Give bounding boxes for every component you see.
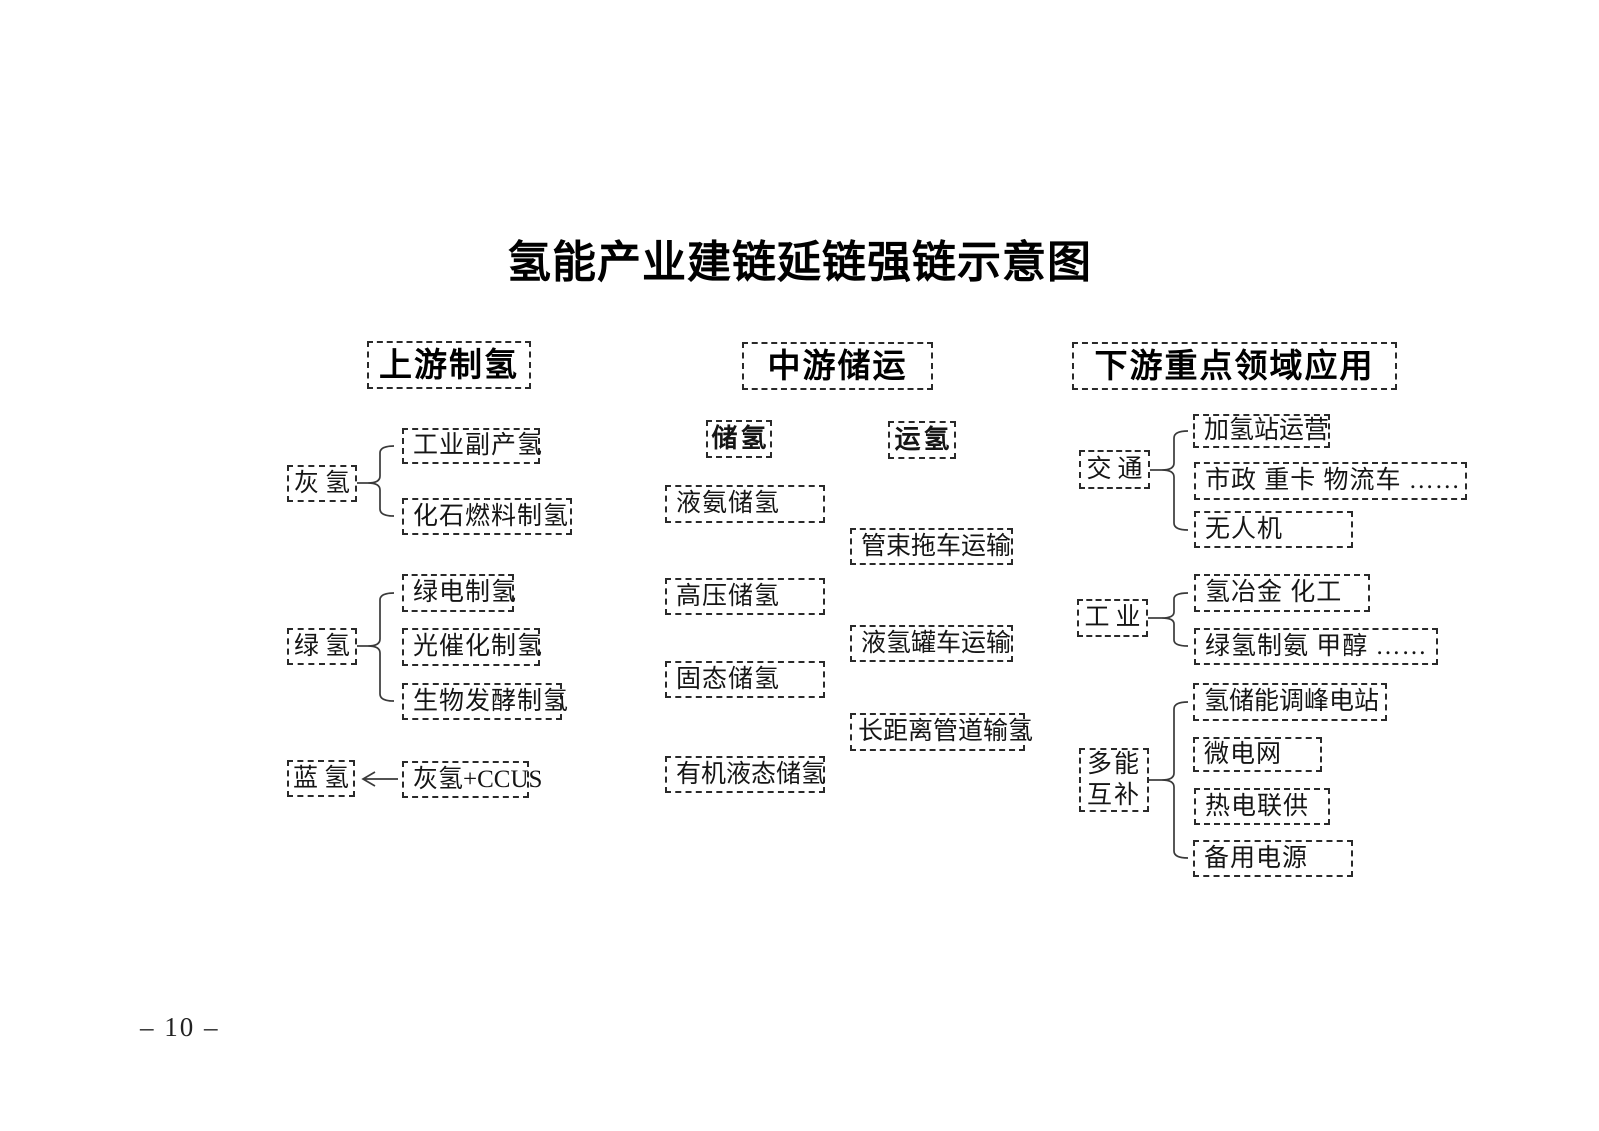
node-backup-power: 备用电源	[1193, 840, 1353, 877]
node-blue-hydrogen: 蓝氢	[287, 760, 355, 797]
page-number: – 10 –	[140, 1012, 220, 1042]
node-green-ammonia-methanol: 绿氢制氨 甲醇 ……	[1194, 628, 1438, 665]
brace-icon	[1161, 592, 1189, 647]
brace-icon	[367, 445, 395, 517]
node-organic-liquid-storage: 有机液态储氢	[665, 756, 826, 793]
node-green-power-hydrogen: 绿电制氢	[402, 574, 516, 612]
node-gray-hydrogen: 灰氢	[287, 465, 357, 502]
node-liquid-hydrogen-tanker: 液氢罐车运输	[850, 625, 1013, 662]
node-microgrid: 微电网	[1193, 737, 1322, 772]
node-liquid-ammonia-storage: 液氨储氢	[665, 485, 825, 523]
node-multi-energy-complement: 多能互补	[1079, 748, 1149, 812]
brace-icon	[1161, 430, 1189, 531]
node-combined-heat-power: 热电联供	[1194, 788, 1330, 825]
brace-icon	[367, 592, 395, 702]
node-solid-state-storage: 固态储氢	[665, 661, 825, 698]
brace-icon	[1161, 701, 1189, 859]
arrow-left-icon	[361, 771, 398, 787]
node-long-distance-pipeline: 长距离管道输氢	[850, 713, 1033, 751]
node-tube-trailer-transport: 管束拖车运输	[850, 528, 1013, 565]
node-green-hydrogen: 绿氢	[287, 628, 357, 665]
node-photocatalytic-hydrogen: 光催化制氢	[402, 628, 542, 666]
node-bio-fermentation-hydrogen: 生物发酵制氢	[402, 683, 568, 720]
page-title: 氢能产业建链延链强链示意图	[507, 238, 1092, 287]
node-fossil-fuel-hydrogen: 化石燃料制氢	[402, 498, 572, 535]
node-municipal-trucks-logistics: 市政 重卡 物流车 ……	[1194, 462, 1467, 500]
transport-column-header: 运氢	[888, 421, 956, 459]
node-industry: 工业	[1077, 599, 1148, 637]
node-refueling-station-operation: 加氢站运营	[1193, 414, 1330, 448]
node-gray-hydrogen-ccus: 灰氢+CCUS	[402, 761, 542, 798]
node-traffic: 交通	[1079, 450, 1150, 489]
node-industrial-byproduct-hydrogen: 工业副产氢	[402, 428, 542, 464]
node-hydrogen-metallurgy-chemical: 氢冶金 化工	[1194, 574, 1370, 612]
midstream-header: 中游储运	[742, 342, 933, 390]
node-high-pressure-storage: 高压储氢	[665, 578, 825, 615]
node-hydrogen-peak-shaving-station: 氢储能调峰电站	[1193, 683, 1387, 721]
downstream-header: 下游重点领域应用	[1072, 342, 1397, 390]
node-drones: 无人机	[1194, 511, 1353, 548]
upstream-header: 上游制氢	[367, 341, 531, 389]
storage-column-header: 储氢	[706, 420, 772, 458]
